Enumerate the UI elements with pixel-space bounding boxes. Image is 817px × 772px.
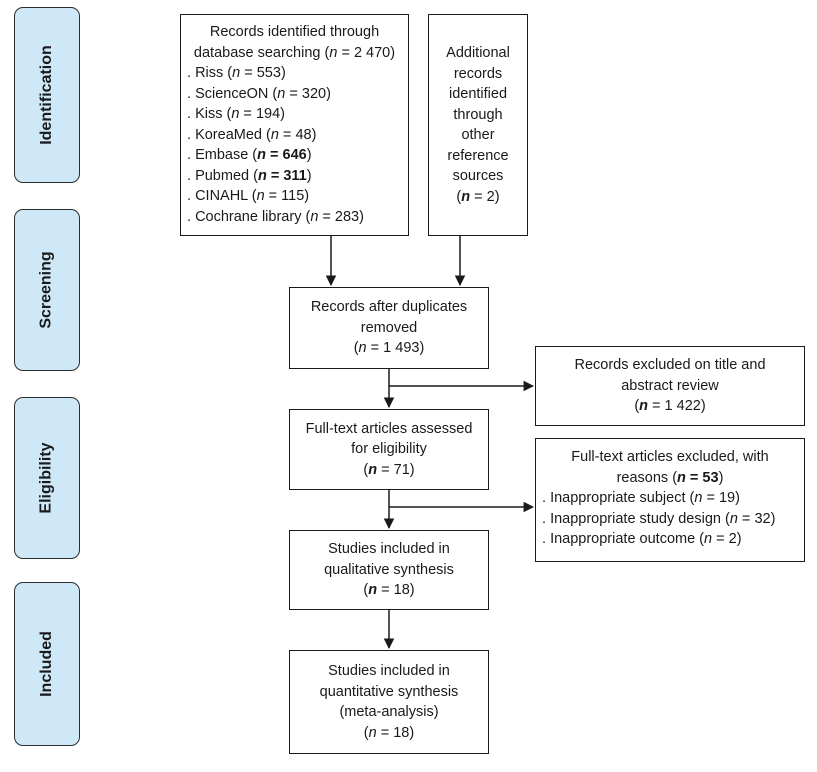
db-item-pubmed: . Pubmed (n = 311) (187, 167, 312, 184)
qualitative-line-1: Studies included in (328, 541, 450, 558)
stage-eligibility: Eligibility (14, 397, 80, 559)
reason-study-design: . Inappropriate study design (n = 32) (542, 510, 776, 527)
db-item-scienceon: . ScienceON (n = 320) (187, 85, 331, 102)
additional-line-6: reference (447, 147, 509, 164)
box-additional-records: Additional records identified through ot… (428, 14, 528, 236)
box-fulltext-assessed: Full-text articles assessed for eligibil… (289, 409, 489, 490)
duplicates-line-1: Records after duplicates (310, 299, 468, 316)
additional-line-2: records (453, 65, 503, 82)
stage-identification: Identification (14, 7, 80, 183)
fulltext-line-1: Full-text articles assessed (305, 420, 473, 437)
db-item-koreamed: . KoreaMed (n = 48) (187, 126, 317, 143)
additional-count: (n = 2) (456, 188, 500, 205)
reason-subject: . Inappropriate subject (n = 19) (542, 490, 740, 506)
duplicates-line-2: removed (360, 319, 418, 336)
box-fulltext-excluded: Full-text articles excluded, with reason… (535, 438, 805, 562)
fulltext-excluded-line-1: Full-text articles excluded, with (571, 449, 769, 465)
additional-line-3: identified (448, 86, 508, 102)
excluded-title-line-1: Records excluded on title and (574, 357, 766, 374)
db-item-embase: . Embase (n = 646) (187, 147, 312, 163)
box-quantitative-synthesis: Studies included in quantitative synthes… (289, 650, 489, 754)
quantitative-count: (n = 18) (363, 724, 415, 741)
fulltext-count: (n = 71) (363, 461, 415, 478)
box-database-search: Records identified through database sear… (180, 14, 409, 236)
quantitative-line-2: quantitative synthesis (319, 683, 459, 700)
box-qualitative-synthesis: Studies included in qualitative synthesi… (289, 530, 489, 610)
quantitative-line-3: (meta-analysis) (339, 704, 439, 720)
duplicates-count: (n = 1 493) (353, 340, 425, 357)
additional-line-7: sources (452, 168, 504, 184)
db-header-line-1: Records identified through (209, 24, 380, 40)
additional-line-4: through (453, 106, 503, 123)
db-item-kiss: . Kiss (n = 194) (187, 106, 285, 122)
db-item-cinahl: . CINAHL (n = 115) (187, 188, 310, 204)
excluded-title-line-2: abstract review (621, 377, 719, 394)
reason-outcome: . Inappropriate outcome (n = 2) (542, 531, 742, 547)
quantitative-line-1: Studies included in (328, 663, 450, 679)
db-item-riss: . Riss (n = 553) (187, 65, 286, 81)
fulltext-excluded-line-2: reasons (n = 53) (616, 469, 724, 486)
qualitative-count: (n = 18) (363, 582, 415, 599)
excluded-title-count: (n = 1 422) (634, 398, 706, 415)
db-header-line-2: database searching (n = 2 470) (193, 44, 396, 61)
fulltext-line-2: for eligibility (351, 441, 427, 458)
stage-included: Included (14, 582, 80, 746)
box-excluded-title-abstract: Records excluded on title and abstract r… (535, 346, 805, 426)
box-duplicates-removed: Records after duplicates removed (n = 1 … (289, 287, 489, 369)
db-item-cochrane: . Cochrane library (n = 283) (187, 208, 364, 225)
qualitative-line-2: qualitative synthesis (324, 561, 454, 578)
stage-screening: Screening (14, 209, 80, 371)
additional-line-5: other (461, 127, 495, 143)
additional-line-1: Additional (446, 45, 510, 61)
